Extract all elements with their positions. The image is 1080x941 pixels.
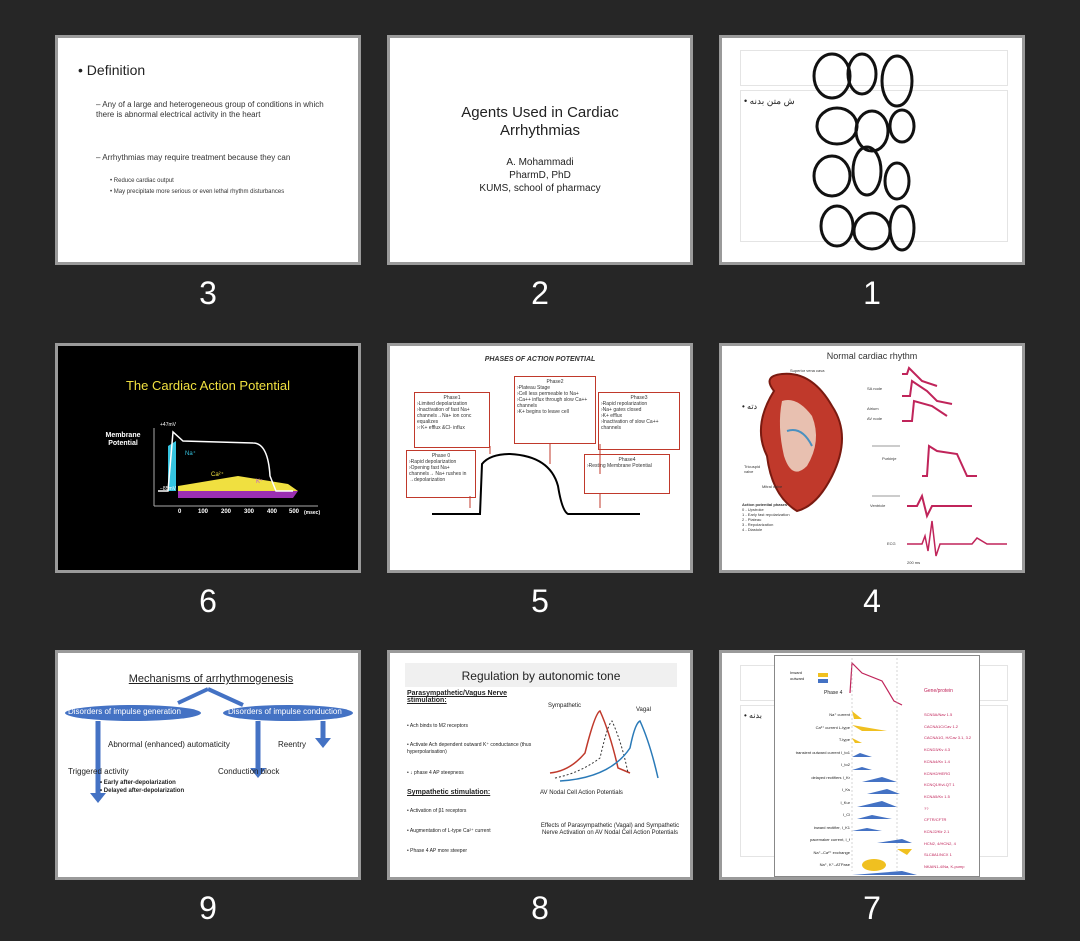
para-item: • ↓ phase 4 AP steepness [407, 770, 464, 776]
slide-number: 7 [863, 890, 881, 926]
slide-number: 3 [199, 275, 217, 311]
k-label: K⁺ [256, 479, 264, 485]
slide-bullet: • ش متن بدنه [744, 96, 795, 106]
slide-thumbnail-1[interactable]: • ش متن بدنه [719, 35, 1025, 265]
slide-bullet: • دته [742, 402, 758, 411]
slide-thumbnail-8[interactable]: Regulation by autonomic tone Parasympath… [387, 650, 693, 880]
x-tick: 100 [198, 509, 209, 515]
phase0-box: Phase 0›Rapid depolarization›Opening fas… [406, 450, 476, 498]
x-unit: (msec) [304, 510, 321, 516]
diagram-label: Tricuspid valve [744, 464, 761, 474]
definition-item: – Any of a large and heterogeneous group… [96, 100, 324, 119]
slide-number: 6 [199, 583, 217, 619]
ecg-label: ECG [887, 541, 896, 546]
slide-bullet: • Definition [78, 62, 146, 78]
phase2-box: Phase2›Plateau Stage›Cell less permeable… [514, 376, 596, 444]
ca-label: Ca²⁺ [211, 472, 224, 478]
slide-title: PHASES OF ACTION POTENTIAL [484, 356, 596, 363]
author-block: A. Mohammadi PharmD, PhD KUMS, school of… [390, 156, 690, 195]
slide-title: Regulation by autonomic tone [461, 669, 621, 683]
para-item: • Ach binds to M2 receptors [407, 723, 468, 729]
av-nodal-graph [549, 710, 659, 782]
diagram-label: Mitral valve [762, 484, 783, 489]
treatment-item: – Arrhythmias may require treatment beca… [96, 153, 291, 162]
title-bar [405, 663, 677, 687]
automaticity-label: Abnormal (enhanced) automaticity [108, 740, 230, 749]
slide-thumbnail-5[interactable]: PHASES OF ACTION POTENTIAL Phase1›Limite… [387, 343, 693, 573]
slide-number: 1 [863, 275, 881, 311]
author-name: A. Mohammadi [506, 157, 574, 168]
phase1-box: Phase1›Limited depolarization›Inactivati… [414, 392, 490, 448]
mechanism-diagram [65, 687, 353, 803]
slide-title: The Cardiac Action Potential [125, 378, 291, 393]
ion-current-figure [774, 655, 980, 877]
body-placeholder [740, 90, 1008, 242]
slide-number: 5 [531, 583, 549, 619]
diagram-label: Ventricle [870, 503, 886, 508]
slide-number: 4 [863, 583, 881, 619]
effects-caption: Effects of Parasympathetic (Vagal) and S… [540, 823, 680, 836]
scribble-image [812, 52, 916, 252]
author-affiliation: KUMS, school of pharmacy [479, 183, 601, 194]
symp-item: • Phase 4 AP more steeper [407, 848, 468, 854]
triggered-label: Triggered activity [68, 767, 129, 776]
slide-number: 9 [199, 890, 217, 926]
slide-thumbnail-3[interactable]: • Definition – Any of a large and hetero… [55, 35, 361, 265]
heart-diagram [759, 366, 1007, 557]
diagram-label: SA node [867, 386, 883, 391]
conduction-label: Disorders of impulse conduction [228, 707, 342, 716]
block-label: Conduction block [218, 767, 280, 776]
x-tick: 400 [267, 509, 278, 515]
x-tick: 200 [221, 509, 232, 515]
phase3-box: Phase3›Rapid repolarization›Na+ gates cl… [598, 392, 680, 450]
phase-label: Phase 4 [824, 690, 843, 696]
generation-label: Disorders of impulse generation [68, 707, 181, 716]
symp-item: • Augmentation of L-type Ca²⁺ current [407, 828, 491, 834]
slide-number: 8 [531, 890, 549, 926]
x-tick: 500 [289, 509, 300, 515]
rest-potential: −85mV [160, 486, 176, 492]
action-potential-graph [153, 428, 318, 507]
scale-label: 200 ms [907, 560, 921, 565]
na-label: Na⁺ [185, 451, 196, 457]
symp-item: • Activation of β1 receptors [407, 808, 467, 814]
slide-thumbnail-2[interactable]: Agents Used in Cardiac Arrhythmias A. Mo… [387, 35, 693, 265]
top-potential: +47mV [160, 422, 176, 428]
reentry-label: Reentry [278, 740, 307, 749]
triggered-list: • Early after-depolarization • Delayed a… [100, 780, 185, 794]
slide-thumbnail-6[interactable]: The Cardiac Action Potential Membrane Po… [55, 343, 361, 573]
diagram-label: Superior vena cava [790, 368, 825, 373]
gene-header: Gene/protein [924, 688, 953, 694]
vagal-label: Vagal [636, 707, 651, 713]
slide-title: Normal cardiac rhythm [826, 351, 918, 361]
diagram-label: Atrium [867, 406, 879, 411]
sub-item: • Reduce cardiac output [110, 178, 174, 184]
y-axis-label: Membrane Potential [105, 432, 141, 447]
slide-thumbnail-4[interactable]: Normal cardiac rhythm • دته Superior ven… [719, 343, 1025, 573]
para-item: • Activate Ach dependent outward K⁺ cond… [407, 742, 532, 755]
graph-caption: AV Nodal Cell Action Potentials [540, 790, 623, 796]
para-heading: Parasympathetic/Vagus Nerve stimulation: [407, 690, 507, 704]
x-tick: 300 [244, 509, 255, 515]
phase-curve [432, 444, 640, 515]
sympathetic-label: Sympathetic [548, 703, 582, 709]
diagram-label: Purkinje [882, 456, 897, 461]
slide-number: 2 [531, 275, 549, 311]
slide-title: Agents Used in Cardiac Arrhythmias [461, 104, 619, 139]
symp-heading: Sympathetic stimulation: [407, 789, 491, 796]
slide-bullet: • بدنه [744, 711, 762, 720]
phase4-box: Phase4›Resting Membrane Potential [584, 454, 670, 494]
diagram-label: AV node [867, 416, 883, 421]
author-degree: PharmD, PhD [509, 170, 571, 181]
slide-title: Mechanisms of arrhythmogenesis [128, 673, 294, 685]
sub-item: • May precipitate more serious or even l… [110, 189, 285, 195]
slide-thumbnail-9[interactable]: Mechanisms of arrhythmogenesis Disorders… [55, 650, 361, 880]
ion-current-chart [818, 658, 917, 875]
x-tick: 0 [178, 509, 182, 515]
